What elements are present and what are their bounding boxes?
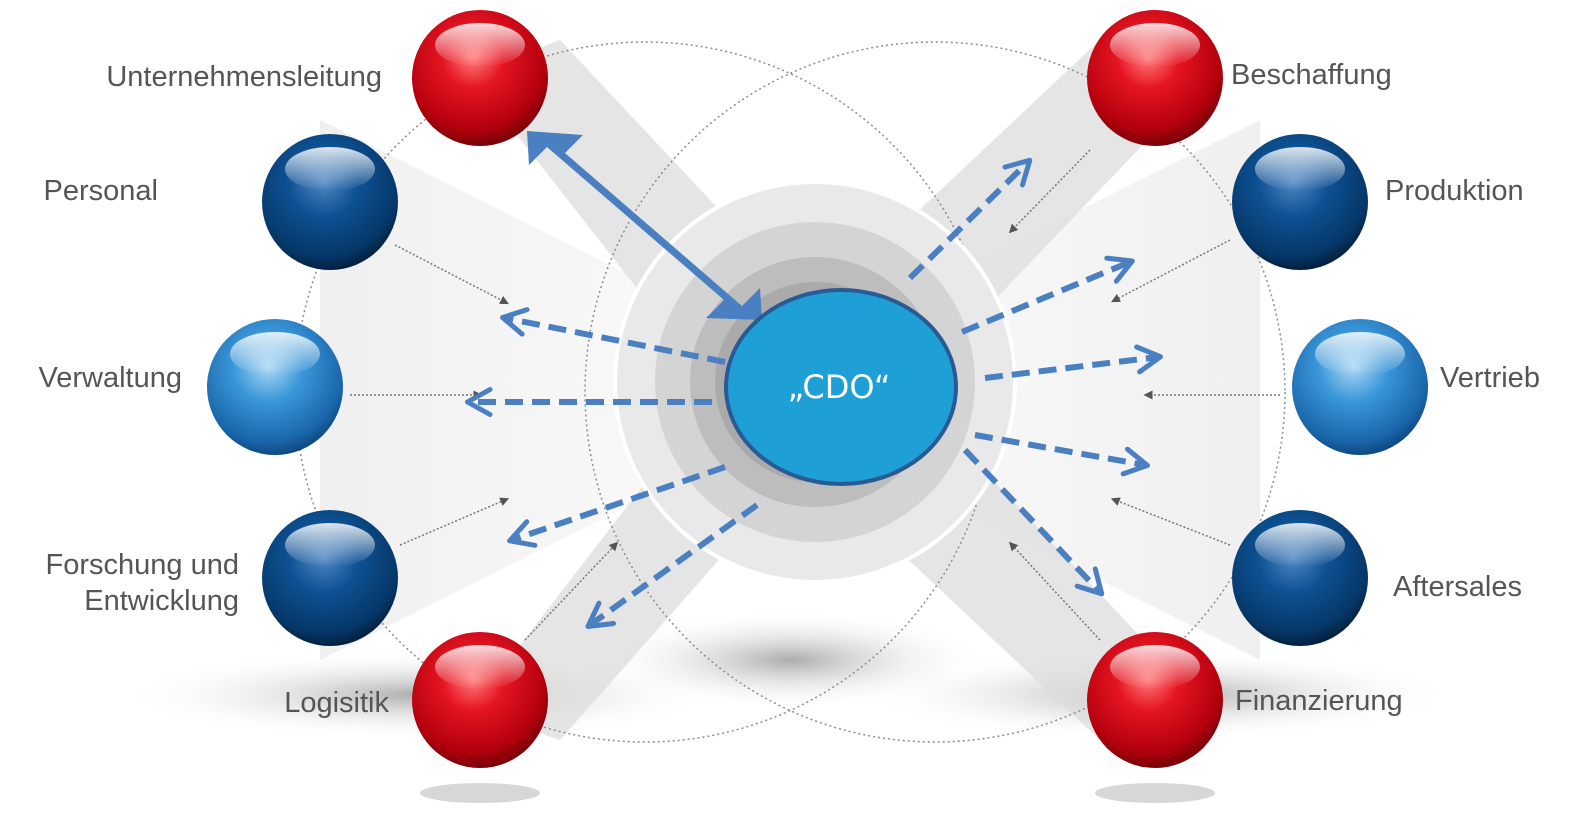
node-finanzierung xyxy=(1087,632,1223,768)
connector-finanzierung xyxy=(1008,541,1101,641)
label-beschaffung: Beschaffung xyxy=(1231,59,1392,91)
label-produktion: Produktion xyxy=(1385,175,1524,207)
label-finanzierung: Finanzierung xyxy=(1235,685,1403,717)
connector-aftersales xyxy=(1110,497,1231,546)
arrow-to-beschaffung xyxy=(907,157,1033,281)
gray-connectors xyxy=(350,149,1280,641)
node-personal xyxy=(262,134,398,270)
arrow-to-vertrieb xyxy=(984,344,1163,381)
label-aftersales: Aftersales xyxy=(1393,571,1522,603)
label-unternehmensleitung: Unternehmensleitung xyxy=(106,61,382,93)
double-arrow-unternehmensleitung xyxy=(527,131,762,320)
node-vertrieb xyxy=(1292,319,1428,455)
cdo-label: „CDO“ xyxy=(788,368,891,406)
cdo-node: „CDO“ xyxy=(724,288,958,486)
node-produktion xyxy=(1232,134,1368,270)
department-nodes xyxy=(207,10,1428,768)
node-forschung xyxy=(262,510,398,646)
node-beschaffung xyxy=(1087,10,1223,146)
node-verwaltung xyxy=(207,319,343,455)
label-verwaltung: Verwaltung xyxy=(39,362,183,394)
label-forschung-line1: Forschung und xyxy=(46,549,239,581)
connector-logistik xyxy=(524,541,619,641)
blue-dashed-arrows xyxy=(465,157,1163,629)
arrow-to-finanzierung xyxy=(962,447,1105,597)
label-vertrieb: Vertrieb xyxy=(1440,362,1540,394)
connector-forschung xyxy=(399,497,510,546)
arrow-to-forschung xyxy=(507,464,726,548)
label-forschung-line2: Entwicklung xyxy=(84,585,239,617)
connector-personal xyxy=(394,244,509,305)
node-logistik xyxy=(412,632,548,768)
arrow-to-aftersales xyxy=(974,432,1150,477)
connector-beschaffung xyxy=(1008,149,1091,234)
node-unternehmensleitung xyxy=(412,10,548,146)
arrow-to-produktion xyxy=(960,255,1135,335)
label-personal: Personal xyxy=(44,175,158,207)
arrow-to-logistik xyxy=(585,502,759,629)
connector-produktion xyxy=(1111,239,1231,303)
node-aftersales xyxy=(1232,510,1368,646)
label-logistik: Logisitik xyxy=(284,687,389,719)
arrow-to-personal xyxy=(500,307,726,365)
node-labels: Unternehmensleitung Personal Verwaltung … xyxy=(39,59,1540,719)
